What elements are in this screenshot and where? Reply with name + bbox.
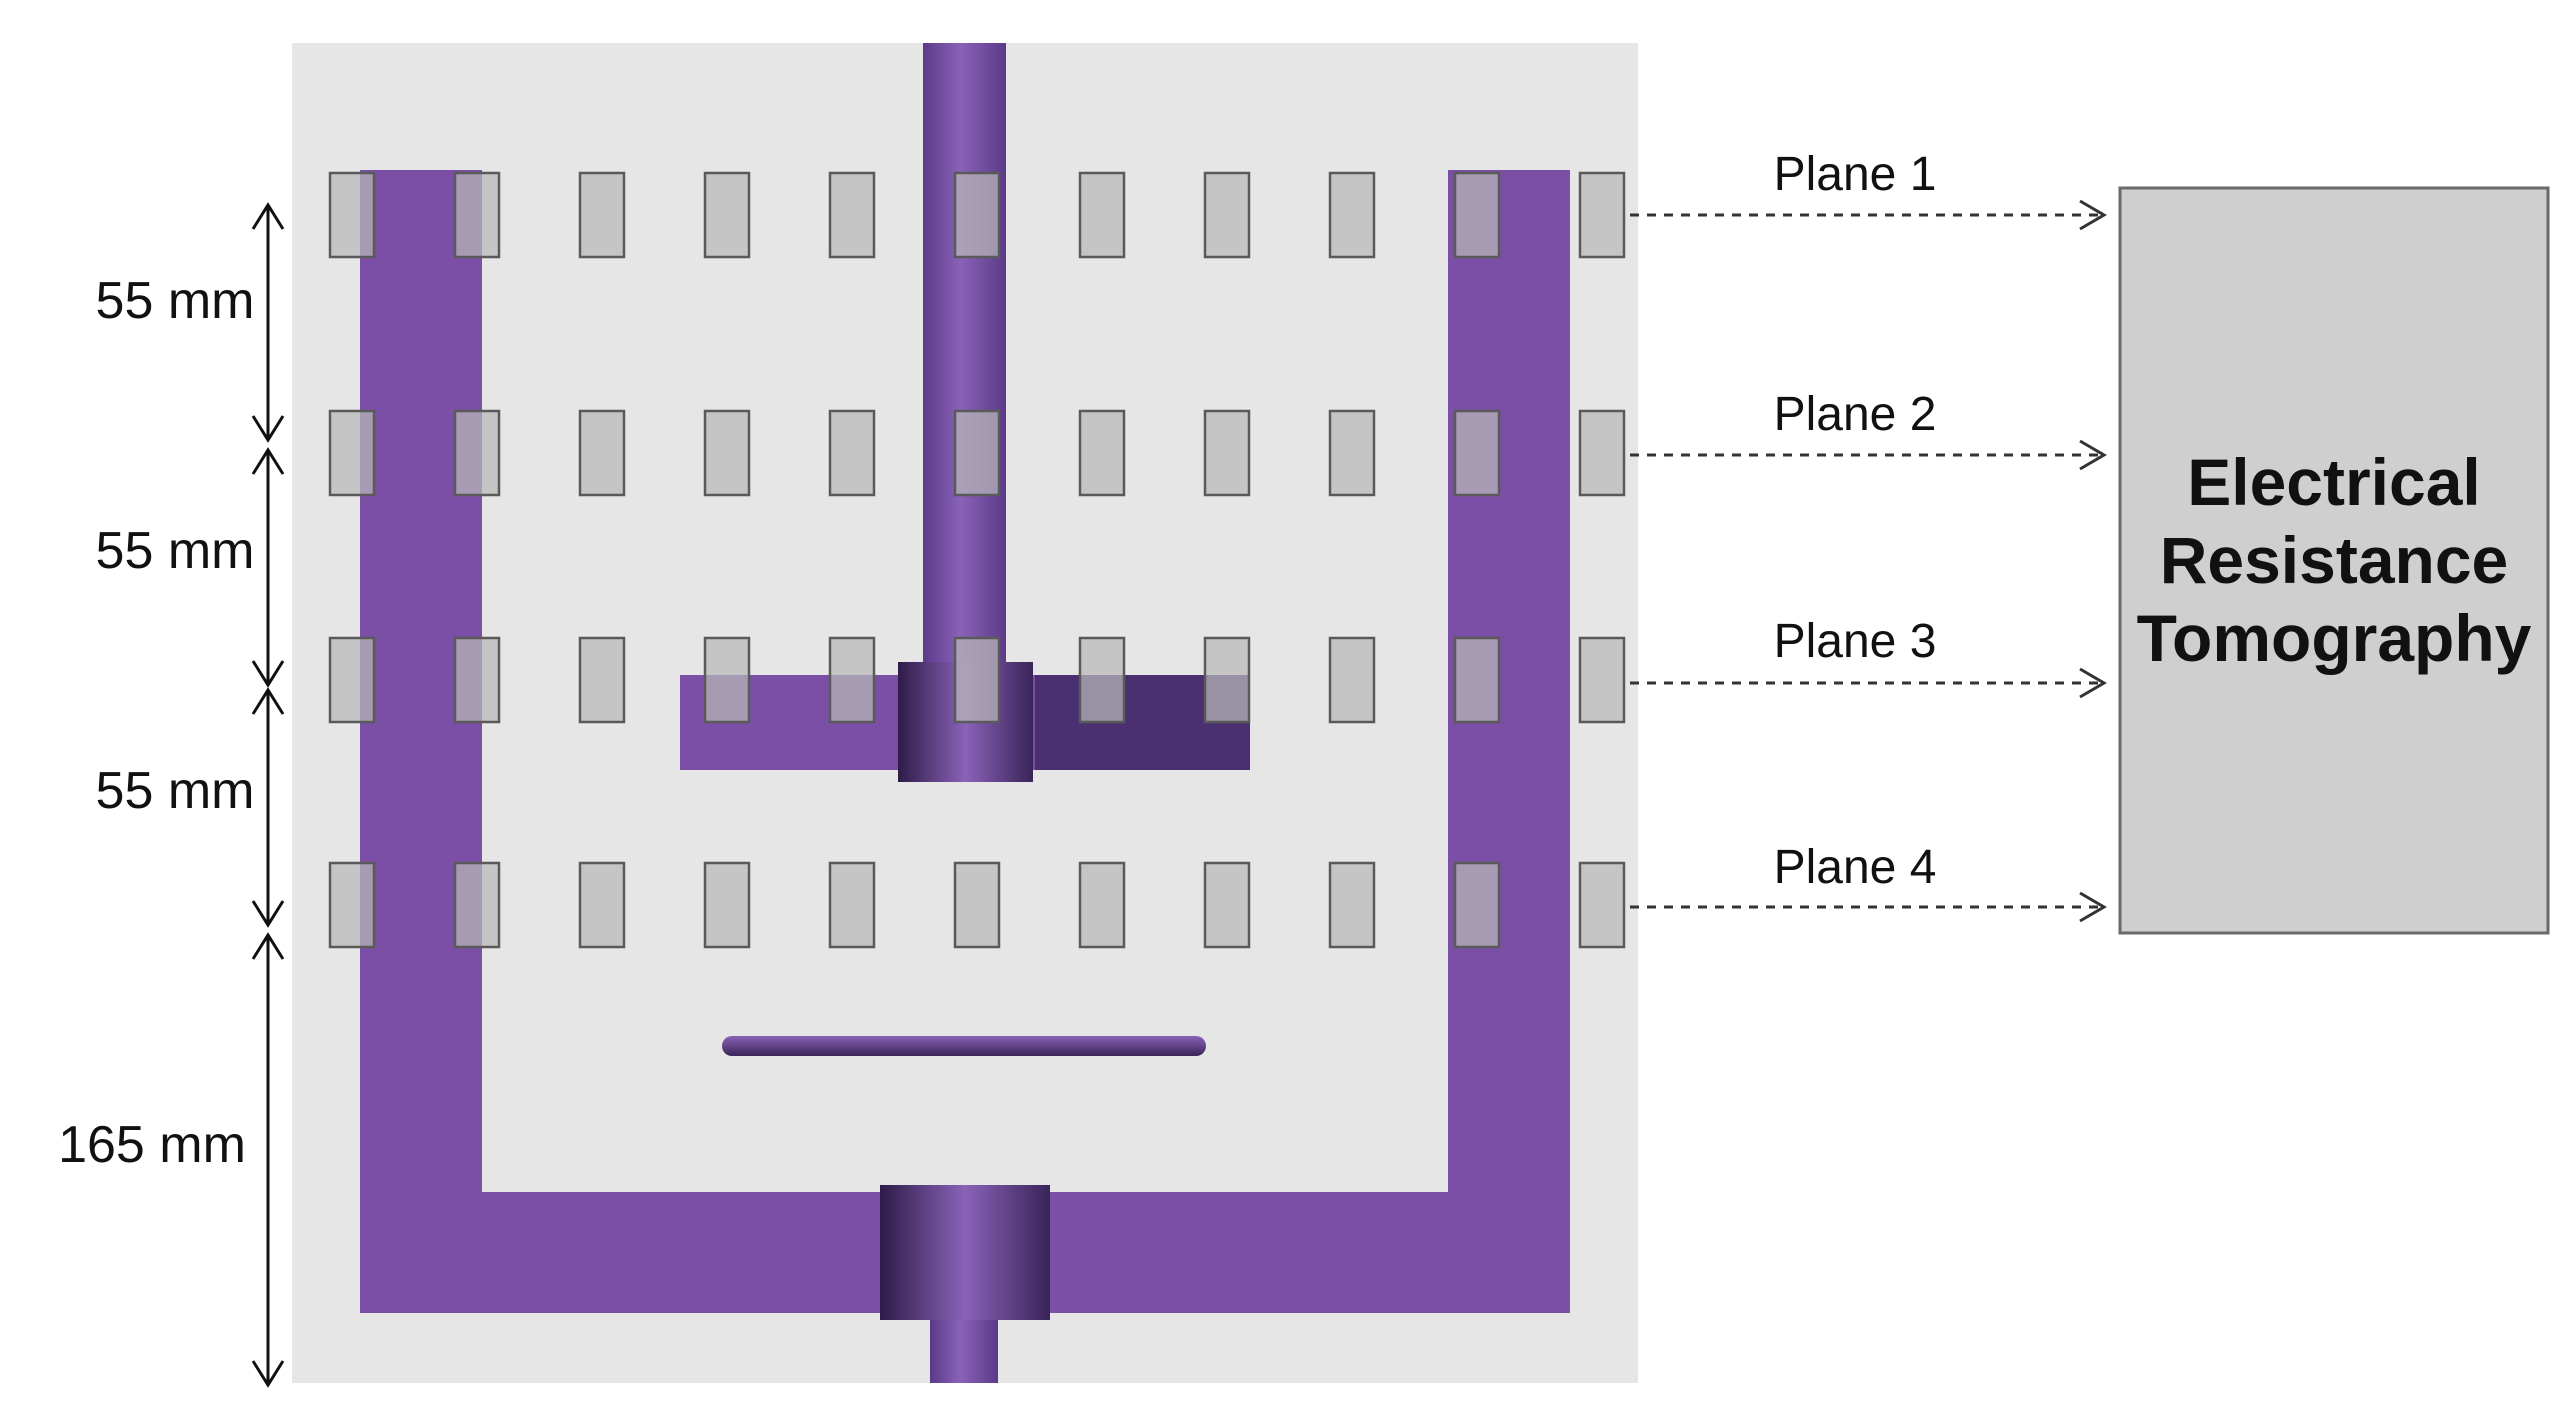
ert-box-line-2: Resistance bbox=[2160, 523, 2509, 597]
electrode-plane-3-8 bbox=[1203, 636, 1251, 724]
plane-4-label: Plane 4 bbox=[1774, 841, 1937, 894]
electrode-plane-4-10 bbox=[1453, 861, 1501, 949]
electrode-plane-1-5 bbox=[828, 171, 876, 259]
plane-4-arrow-head bbox=[2079, 891, 2107, 923]
electrode-plane-1-3 bbox=[578, 171, 626, 259]
plane-connectors: Plane 1 Plane 2 Plane 3 Plane 4 bbox=[1630, 148, 2107, 923]
electrode-plane-1-10 bbox=[1453, 171, 1501, 259]
electrode-plane-1-2 bbox=[453, 171, 501, 259]
dimension-arrow-top-3 bbox=[251, 687, 285, 715]
dimension-arrow-bottom-2 bbox=[251, 660, 285, 688]
bottom-connector bbox=[880, 1185, 1050, 1320]
electrode-array bbox=[328, 171, 1626, 949]
electrode-plane-4-1 bbox=[328, 861, 376, 949]
dimension-markers: 55 mm 55 mm 55 mm 165 mm bbox=[58, 202, 285, 1388]
electrode-plane-2-4 bbox=[703, 409, 751, 497]
electrode-plane-2-6 bbox=[953, 409, 1001, 497]
dimension-label-4: 165 mm bbox=[58, 1116, 246, 1174]
electrode-plane-3-4 bbox=[703, 636, 751, 724]
lower-disc bbox=[722, 1036, 1206, 1056]
electrode-plane-4-11 bbox=[1578, 861, 1626, 949]
plane-3-arrow-head bbox=[2079, 667, 2107, 699]
impeller-shaft bbox=[923, 43, 1006, 703]
electrode-plane-4-4 bbox=[703, 861, 751, 949]
plane-2-label: Plane 2 bbox=[1774, 388, 1937, 441]
plane-2-arrow-head bbox=[2079, 439, 2107, 471]
electrode-plane-3-2 bbox=[453, 636, 501, 724]
ert-box-line-1: Electrical bbox=[2187, 445, 2481, 519]
dimension-arrow-top-1 bbox=[251, 202, 285, 230]
electrode-plane-4-8 bbox=[1203, 861, 1251, 949]
electrode-plane-3-9 bbox=[1328, 636, 1376, 724]
electrode-plane-1-7 bbox=[1078, 171, 1126, 259]
dimension-label-2: 55 mm bbox=[96, 522, 255, 580]
electrode-plane-3-7 bbox=[1078, 636, 1126, 724]
electrode-plane-3-5 bbox=[828, 636, 876, 724]
electrode-plane-2-11 bbox=[1578, 409, 1626, 497]
electrode-plane-4-7 bbox=[1078, 861, 1126, 949]
dimension-arrow-top-4 bbox=[251, 932, 285, 960]
electrode-plane-4-5 bbox=[828, 861, 876, 949]
electrode-plane-3-6 bbox=[953, 636, 1001, 724]
dimension-arrow-bottom-4 bbox=[251, 1360, 285, 1388]
dimension-arrow-bottom-3 bbox=[251, 900, 285, 928]
electrode-plane-4-9 bbox=[1328, 861, 1376, 949]
electrode-plane-2-3 bbox=[578, 409, 626, 497]
electrode-plane-1-9 bbox=[1328, 171, 1376, 259]
plane-3-label: Plane 3 bbox=[1774, 615, 1937, 668]
electrode-plane-1-4 bbox=[703, 171, 751, 259]
ert-box-line-3: Tomography bbox=[2137, 601, 2532, 675]
electrode-plane-4-3 bbox=[578, 861, 626, 949]
electrode-plane-2-8 bbox=[1203, 409, 1251, 497]
electrode-plane-3-10 bbox=[1453, 636, 1501, 724]
ert-system-box bbox=[2118, 186, 2550, 935]
electrode-plane-1-8 bbox=[1203, 171, 1251, 259]
electrode-plane-4-2 bbox=[453, 861, 501, 949]
electrode-plane-1-11 bbox=[1578, 171, 1626, 259]
electrode-plane-1-6 bbox=[953, 171, 1001, 259]
electrode-plane-2-10 bbox=[1453, 409, 1501, 497]
dimension-arrow-bottom-1 bbox=[251, 415, 285, 443]
electrode-plane-2-9 bbox=[1328, 409, 1376, 497]
dimension-label-3: 55 mm bbox=[96, 762, 255, 820]
dimension-label-1: 55 mm bbox=[96, 272, 255, 330]
electrode-plane-3-3 bbox=[578, 636, 626, 724]
electrode-plane-3-1 bbox=[328, 636, 376, 724]
plane-1-arrow-head bbox=[2079, 199, 2107, 231]
plane-1-label: Plane 1 bbox=[1774, 148, 1937, 201]
electrode-plane-1-1 bbox=[328, 171, 376, 259]
electrode-plane-4-6 bbox=[953, 861, 1001, 949]
electrode-plane-3-11 bbox=[1578, 636, 1626, 724]
electrode-plane-2-7 bbox=[1078, 409, 1126, 497]
electrode-plane-2-2 bbox=[453, 409, 501, 497]
electrode-plane-2-1 bbox=[328, 409, 376, 497]
electrode-plane-2-5 bbox=[828, 409, 876, 497]
dimension-arrow-top-2 bbox=[251, 447, 285, 475]
